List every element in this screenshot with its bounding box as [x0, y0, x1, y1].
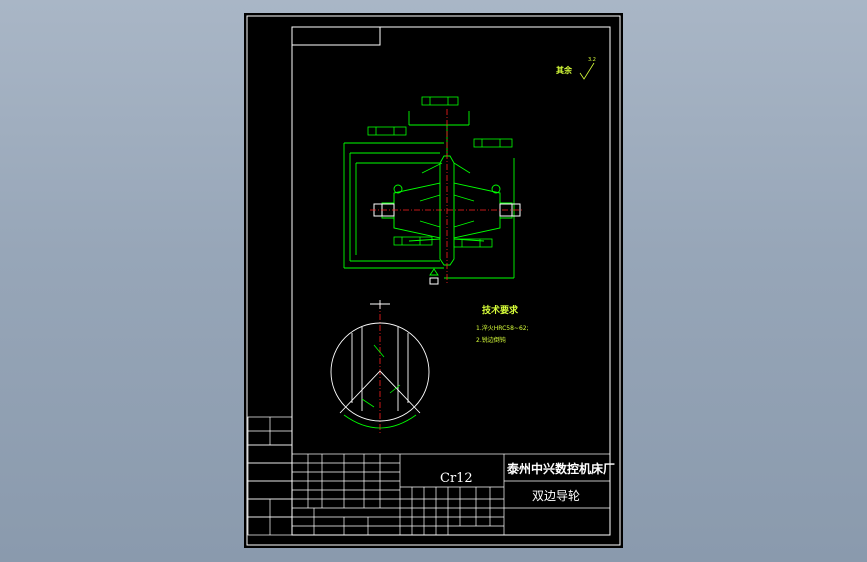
section-dimensions [343, 344, 417, 429]
drawing-sheet: 其余 3.2 技术要求 1.淬火HRC58~62; 2.锐边倒钝 Cr12 泰州… [244, 13, 623, 548]
company-name: 泰州中兴数控机床厂 [507, 462, 616, 476]
cad-drawing [246, 15, 621, 546]
tolerance-frames [367, 96, 513, 248]
sheet-border [246, 15, 621, 546]
main-view [343, 111, 515, 279]
section-view [330, 300, 430, 422]
roughness-note: 其余 [556, 66, 572, 75]
tech-requirements-title: 技术要求 [482, 306, 519, 316]
material-label: Cr12 [440, 471, 473, 486]
code-box [291, 26, 381, 46]
part-name: 双边导轮 [532, 489, 581, 503]
drawing-frame [291, 26, 611, 536]
tech-requirement-item: 1.淬火HRC58~62; [476, 325, 529, 332]
title-block [291, 453, 611, 536]
binding-column [247, 416, 293, 536]
roughness-symbol [579, 62, 595, 80]
centerlines [370, 109, 524, 433]
tech-requirement-item: 2.锐边倒钝 [476, 337, 506, 344]
roughness-value: 3.2 [588, 57, 596, 63]
